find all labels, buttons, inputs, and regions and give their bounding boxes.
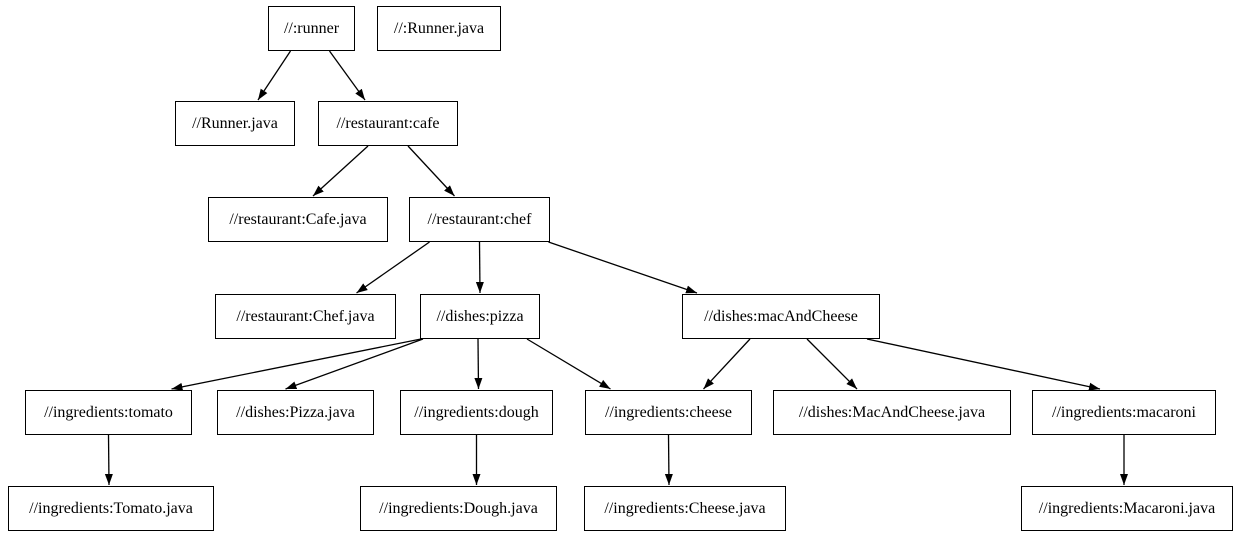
- graph-node-pizza-java: //dishes:Pizza.java: [217, 390, 374, 435]
- graph-node-tomato-java: //ingredients:Tomato.java: [8, 486, 214, 531]
- graph-node-runner: //:runner: [268, 6, 355, 51]
- graph-node-label: //ingredients:Macaroni.java: [1038, 499, 1216, 517]
- graph-node-macaroni: //ingredients:macaroni: [1032, 390, 1216, 435]
- graph-node-label: //ingredients:tomato: [44, 403, 173, 421]
- graph-node-label: //ingredients:Tomato.java: [29, 499, 193, 517]
- graph-node-label: //ingredients:dough: [414, 403, 539, 421]
- edge-mac-and-cheese-cheese: [703, 338, 751, 390]
- edge-pizza-pizza-java: [285, 338, 424, 390]
- graph-node-chef-java: //restaurant:Chef.java: [215, 294, 396, 339]
- edge-cheese-cheese-java: [664, 434, 673, 486]
- graph-node-label: //ingredients:Cheese.java: [604, 499, 766, 517]
- graph-node-label: //:Runner.java: [393, 19, 485, 37]
- edge-chef-pizza: [475, 241, 484, 294]
- graph-node-cafe: //restaurant:cafe: [318, 101, 458, 146]
- graph-node-chef: //restaurant:chef: [409, 197, 550, 242]
- graph-node-label: //dishes:macAndCheese: [704, 307, 858, 325]
- graph-node-cheese-java: //ingredients:Cheese.java: [584, 486, 786, 531]
- edge-chef-chef-java: [356, 241, 430, 294]
- edge-cafe-chef: [407, 145, 455, 197]
- graph-node-pizza: //dishes:pizza: [420, 294, 540, 339]
- graph-node-cheese: //ingredients:cheese: [585, 390, 752, 435]
- edge-pizza-cheese: [526, 338, 611, 390]
- graph-node-mac-and-cheese-java: //dishes:MacAndCheese.java: [773, 390, 1011, 435]
- edge-pizza-tomato: [171, 338, 422, 391]
- graph-node-label: //ingredients:Dough.java: [379, 499, 538, 517]
- graph-node-label: //restaurant:chef: [427, 210, 532, 228]
- graph-node-dough: //ingredients:dough: [400, 390, 553, 435]
- graph-node-runner-java-root: //:Runner.java: [377, 6, 501, 51]
- graph-node-label: //dishes:MacAndCheese.java: [798, 403, 986, 421]
- graph-node-cafe-java: //restaurant:Cafe.java: [208, 197, 388, 242]
- graph-node-label: //restaurant:Cafe.java: [229, 210, 367, 228]
- graph-node-label: //:runner: [283, 19, 340, 37]
- edge-cafe-cafe-java: [312, 145, 369, 197]
- graph-node-label: //dishes:pizza: [436, 307, 524, 325]
- graph-node-label: //ingredients:cheese: [604, 403, 733, 421]
- graph-node-dough-java: //ingredients:Dough.java: [360, 486, 557, 531]
- edge-tomato-tomato-java: [104, 434, 113, 486]
- graph-node-label: //Runner.java: [192, 114, 278, 132]
- edge-pizza-dough: [474, 338, 483, 390]
- graph-node-label: //ingredients:macaroni: [1052, 403, 1196, 421]
- graph-node-label: //dishes:Pizza.java: [236, 403, 355, 421]
- graph-node-tomato: //ingredients:tomato: [25, 390, 192, 435]
- graph-node-label: //restaurant:Chef.java: [236, 307, 375, 325]
- edge-runner-cafe: [328, 50, 366, 101]
- edge-mac-and-cheese-macaroni: [866, 338, 1101, 391]
- edge-runner-runner-java: [257, 50, 292, 101]
- edge-mac-and-cheese-mac-and-cheese-java: [806, 338, 858, 390]
- graph-node-label: //restaurant:cafe: [336, 114, 440, 132]
- graph-node-macaroni-java: //ingredients:Macaroni.java: [1021, 486, 1233, 531]
- edge-chef-mac-and-cheese: [548, 241, 698, 294]
- graph-node-runner-java: //Runner.java: [175, 101, 295, 146]
- graph-node-mac-and-cheese: //dishes:macAndCheese: [682, 294, 880, 339]
